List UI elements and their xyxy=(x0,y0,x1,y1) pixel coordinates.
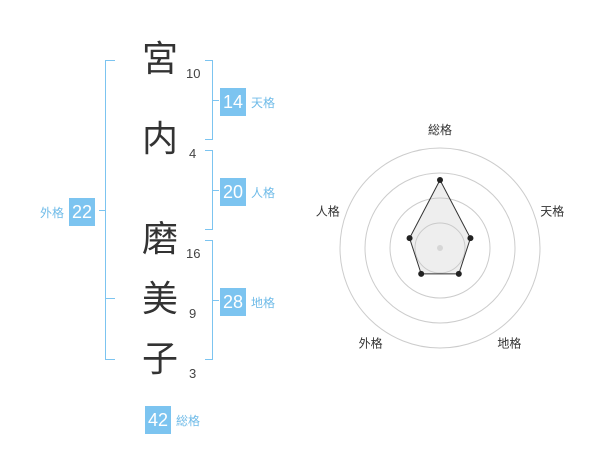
chikaku-badge: 28 地格 xyxy=(220,288,275,316)
tenkaku-value: 14 xyxy=(220,88,247,116)
radar-ring-4 xyxy=(339,147,541,349)
tenkaku-badge: 14 天格 xyxy=(220,88,275,116)
soukaku-badge: 42 総格 xyxy=(145,406,200,434)
gaikaku-value: 22 xyxy=(69,198,96,226)
chikaku-bracket-tick xyxy=(213,300,219,301)
radar-point-3 xyxy=(455,270,462,277)
radar-axis-label-1: 総格 xyxy=(428,122,452,137)
radar-axis-label-5: 人格 xyxy=(316,204,340,219)
stroke-count-4: 9 xyxy=(189,306,197,321)
tenkaku-bracket-tick xyxy=(213,100,219,101)
stroke-count-5: 3 xyxy=(189,366,197,381)
gaikaku-bracket-mid xyxy=(105,298,115,299)
radar-point-4 xyxy=(418,270,425,277)
stroke-count-1: 10 xyxy=(186,66,201,81)
radar-axis-label-2: 天格 xyxy=(540,204,564,219)
name-char-5: 子 xyxy=(141,339,178,380)
gaikaku-bracket-tick xyxy=(99,210,105,211)
gaikaku-label: 外格 xyxy=(40,205,65,220)
radar-point-1 xyxy=(437,177,443,183)
jinkaku-value: 20 xyxy=(220,178,247,206)
jinkaku-bracket-tick xyxy=(213,190,219,191)
chikaku-value: 28 xyxy=(220,288,247,316)
chikaku-label: 地格 xyxy=(251,295,276,310)
gaikaku-badge: 外格 22 xyxy=(40,198,96,226)
radar-axis-label-4: 外格 xyxy=(359,335,383,350)
stroke-count-2: 4 xyxy=(189,146,197,161)
radar-axis-label-3: 地格 xyxy=(497,335,521,350)
radar-shape xyxy=(409,178,471,275)
stroke-count-3: 16 xyxy=(186,246,201,261)
soukaku-value: 42 xyxy=(145,406,172,434)
chikaku-bracket xyxy=(205,240,213,360)
radar-ring-2 xyxy=(389,197,491,299)
radar-ring-1 xyxy=(414,222,466,274)
radar-point-2 xyxy=(467,235,474,242)
name-char-2: 内 xyxy=(141,119,178,160)
radar-point-5 xyxy=(406,235,413,242)
tenkaku-bracket xyxy=(205,60,213,140)
radar-ring-3 xyxy=(364,172,516,324)
name-char-4: 美 xyxy=(141,279,178,320)
tenkaku-label: 天格 xyxy=(251,95,276,110)
jinkaku-badge: 20 人格 xyxy=(220,178,275,206)
name-char-3: 磨 xyxy=(141,219,178,260)
name-char-1: 宮 xyxy=(141,39,178,80)
soukaku-label: 総格 xyxy=(176,413,201,428)
jinkaku-bracket xyxy=(205,150,213,230)
radar-center-dot xyxy=(437,245,443,251)
jinkaku-label: 人格 xyxy=(251,185,276,200)
gaikaku-bracket xyxy=(105,60,115,360)
